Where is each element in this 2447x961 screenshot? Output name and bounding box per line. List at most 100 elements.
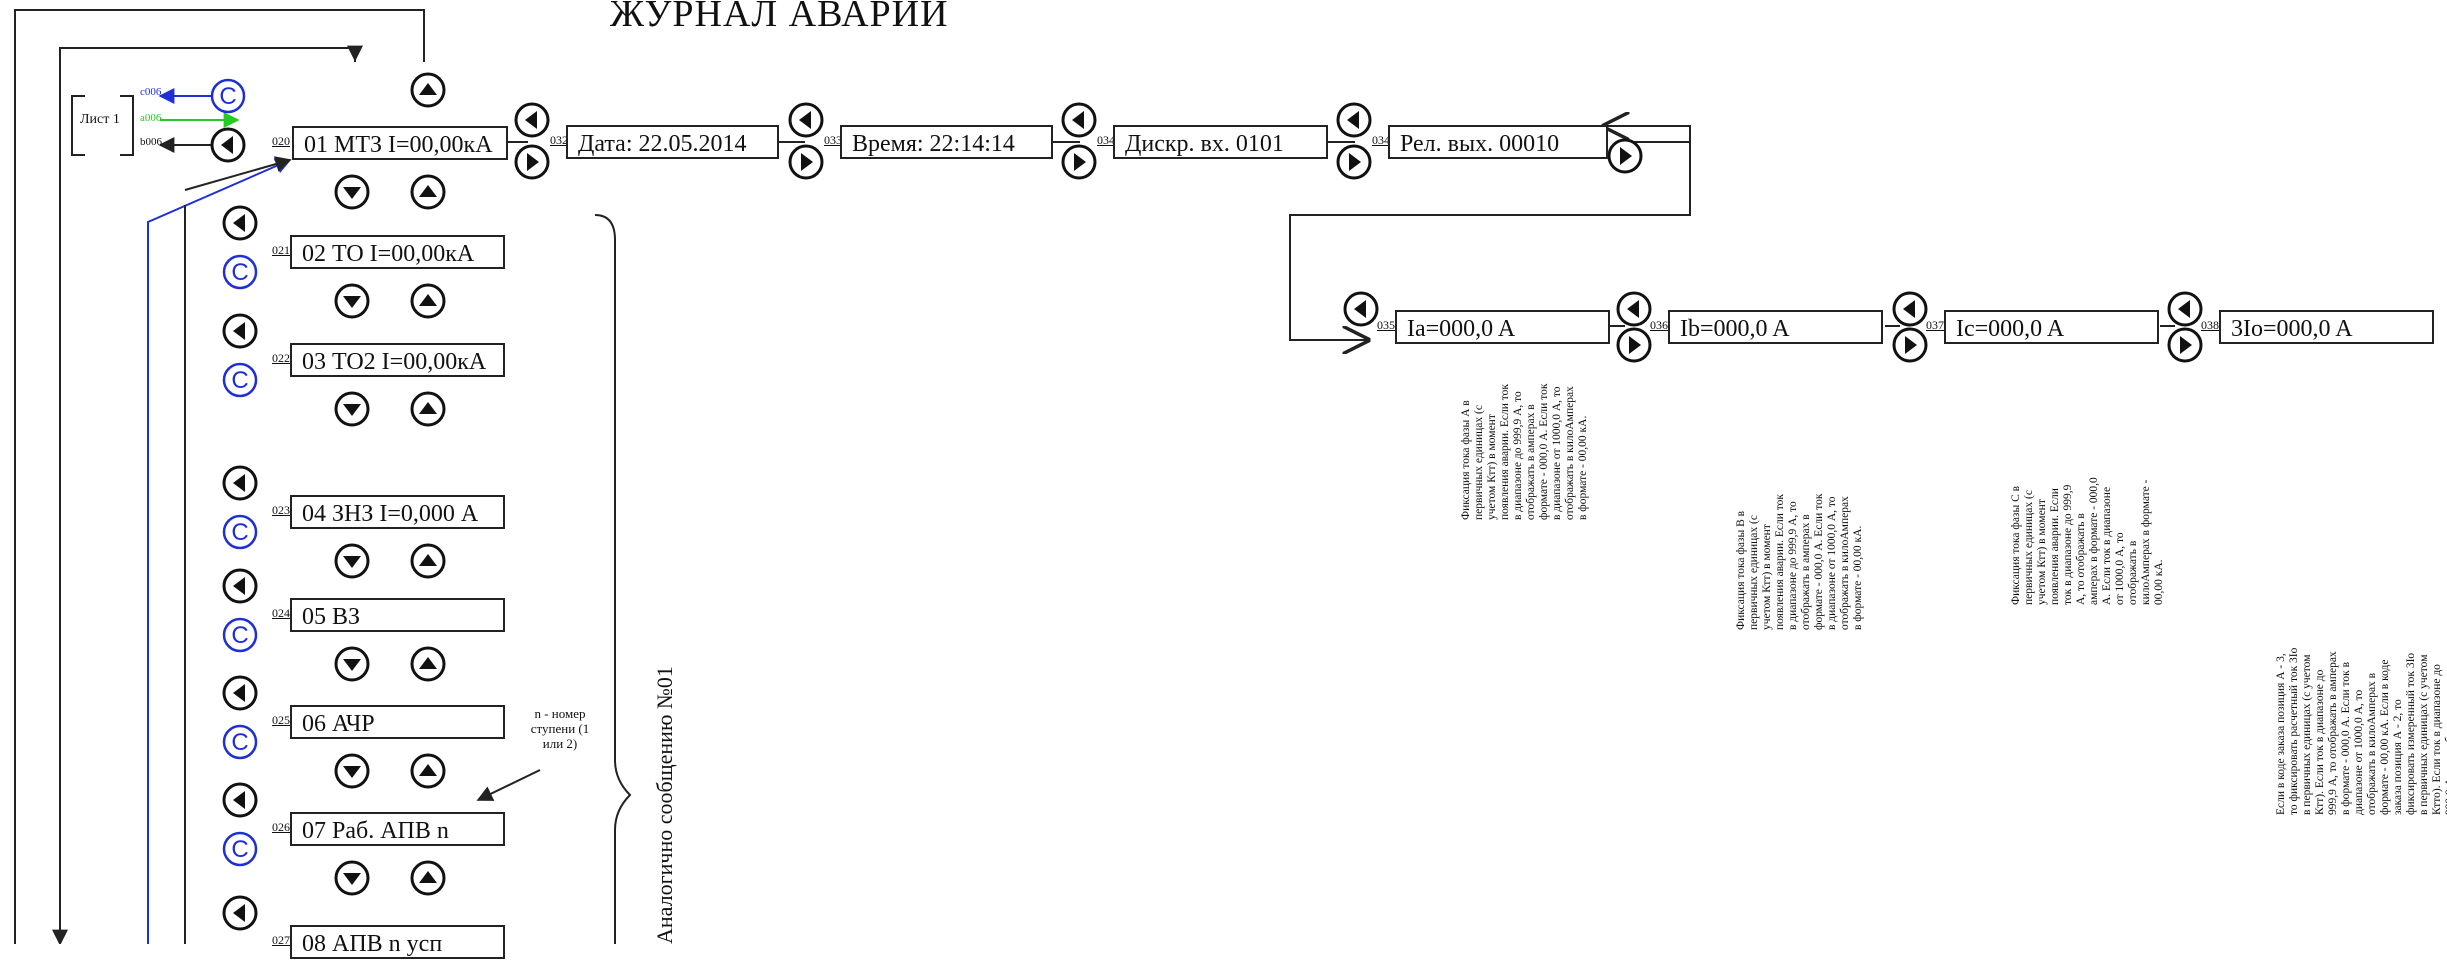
right-arrow-button[interactable] <box>1892 327 1928 363</box>
right-arrow-button[interactable] <box>514 144 550 180</box>
right-arrow-icon <box>1620 147 1632 165</box>
c-button[interactable]: C <box>210 78 246 114</box>
top-screen-box[interactable]: Дата: 22.05.2014 <box>566 125 779 159</box>
menu-screen-box[interactable]: 08 АПВ n усп <box>290 925 505 959</box>
current-code: 038 <box>2201 318 2219 332</box>
left-arrow-icon <box>233 791 245 809</box>
link-lines <box>147 88 292 944</box>
left-arrow-button[interactable] <box>222 205 258 241</box>
up-arrow-button[interactable] <box>410 391 446 427</box>
up-arrow-button[interactable] <box>410 753 446 789</box>
left-arrow-icon <box>233 474 245 492</box>
menu-screen-box[interactable]: 07 Раб. АПВ n <box>290 812 505 846</box>
menu-screen-box[interactable]: 06 АЧР <box>290 705 505 739</box>
c-glyph: C <box>231 367 248 394</box>
top-screen-box[interactable]: Рел. вых. 00010 <box>1388 125 1608 159</box>
down-arrow-button[interactable] <box>334 391 370 427</box>
left-arrow-button[interactable] <box>222 675 258 711</box>
left-arrow-button[interactable] <box>514 102 550 138</box>
left-arrow-button[interactable] <box>222 313 258 349</box>
current-screen-box[interactable]: Ib=000,0 A <box>1668 310 1883 344</box>
right-arrow-icon <box>1629 336 1641 354</box>
description-ic: Фиксация тока фазы С в первичных единица… <box>2010 477 2165 605</box>
left-arrow-button[interactable] <box>1892 291 1928 327</box>
up-arrow-icon <box>419 764 437 776</box>
c-button[interactable]: C <box>222 254 258 290</box>
left-arrow-button[interactable] <box>222 465 258 501</box>
down-arrow-button[interactable] <box>334 283 370 319</box>
up-arrow-button[interactable] <box>410 283 446 319</box>
sheet-label: Лист 1 <box>80 112 120 127</box>
right-arrow-icon <box>1905 336 1917 354</box>
c-glyph: C <box>219 83 236 110</box>
down-arrow-button[interactable] <box>334 860 370 896</box>
down-arrow-button[interactable] <box>334 543 370 579</box>
left-arrow-button[interactable] <box>1336 102 1372 138</box>
right-arrow-button[interactable] <box>1616 327 1652 363</box>
description-3io: Если в коде заказа позиция А - 3, то фик… <box>2275 647 2447 815</box>
left-arrow-button[interactable] <box>1061 102 1097 138</box>
left-arrow-button[interactable] <box>1616 291 1652 327</box>
c-button[interactable]: C <box>222 362 258 398</box>
c-button[interactable]: C <box>222 514 258 550</box>
right-arrow-button[interactable] <box>2167 327 2203 363</box>
description-ib: Фиксация тока фазы В в первичных единица… <box>1735 493 1864 630</box>
menu-code: 026 <box>272 820 290 834</box>
down-arrow-button[interactable] <box>334 174 370 210</box>
current-screen-box[interactable]: Ia=000,0 A <box>1395 310 1610 344</box>
menu-screen-box[interactable]: 05 ВЗ <box>290 598 505 632</box>
menu-screen-box[interactable]: 02 ТО I=00,00кА <box>290 235 505 269</box>
up-arrow-icon <box>419 185 437 197</box>
current-screen-box[interactable]: 3Io=000,0 A <box>2219 310 2434 344</box>
right-arrow-button[interactable] <box>1336 144 1372 180</box>
left-arrow-button[interactable] <box>1343 291 1379 327</box>
c-button[interactable]: C <box>222 724 258 760</box>
up-arrow-button[interactable] <box>410 72 446 108</box>
down-arrow-button[interactable] <box>334 753 370 789</box>
left-arrow-button[interactable] <box>222 568 258 604</box>
left-arrow-icon <box>799 111 811 129</box>
menu-screen-box[interactable]: 03 ТО2 I=00,00кА <box>290 343 505 377</box>
up-arrow-icon <box>419 402 437 414</box>
current-screen-box[interactable]: Ic=000,0 A <box>1944 310 2159 344</box>
down-arrow-icon <box>343 873 361 885</box>
right-arrow-button[interactable] <box>1061 144 1097 180</box>
left-arrow-button[interactable] <box>222 895 258 931</box>
top-code: 034 <box>1372 133 1390 147</box>
left-arrow-icon <box>1354 300 1366 318</box>
c-button[interactable]: C <box>222 831 258 867</box>
c-glyph: C <box>231 519 248 546</box>
left-arrow-button[interactable] <box>210 127 246 163</box>
top-screen-box[interactable]: Дискр. вх. 0101 <box>1113 125 1328 159</box>
sheet-bracket <box>71 95 134 156</box>
c-button[interactable]: C <box>222 617 258 653</box>
c-glyph: C <box>231 622 248 649</box>
up-arrow-button[interactable] <box>410 543 446 579</box>
right-arrow-button[interactable] <box>1607 138 1643 174</box>
top-screen-box[interactable]: Время: 22:14:14 <box>840 125 1053 159</box>
menu-code: 024 <box>272 606 290 620</box>
page-title: ЖУРНАЛ АВАРИЙ <box>610 0 949 35</box>
up-arrow-icon <box>419 554 437 566</box>
left-arrow-icon <box>525 111 537 129</box>
left-arrow-button[interactable] <box>222 782 258 818</box>
step-note-arrow <box>476 769 541 801</box>
top-code: 034 <box>1097 133 1115 147</box>
left-arrow-button[interactable] <box>788 102 824 138</box>
left-arrow-button[interactable] <box>2167 291 2203 327</box>
c-glyph: C <box>231 729 248 756</box>
left-arrow-icon <box>233 577 245 595</box>
down-arrow-icon <box>343 766 361 778</box>
menu-code: 027 <box>272 933 290 947</box>
up-arrow-button[interactable] <box>410 174 446 210</box>
left-arrow-icon <box>2178 300 2190 318</box>
menu-screen-box[interactable]: 01 МТЗ I=00,00кА <box>292 126 508 160</box>
right-arrow-button[interactable] <box>788 144 824 180</box>
c-glyph: C <box>231 836 248 863</box>
up-arrow-button[interactable] <box>410 860 446 896</box>
up-arrow-button[interactable] <box>410 646 446 682</box>
menu-screen-box[interactable]: 04 ЗНЗ I=0,000 А <box>290 495 505 529</box>
down-arrow-button[interactable] <box>334 646 370 682</box>
left-arrow-icon <box>221 136 233 154</box>
